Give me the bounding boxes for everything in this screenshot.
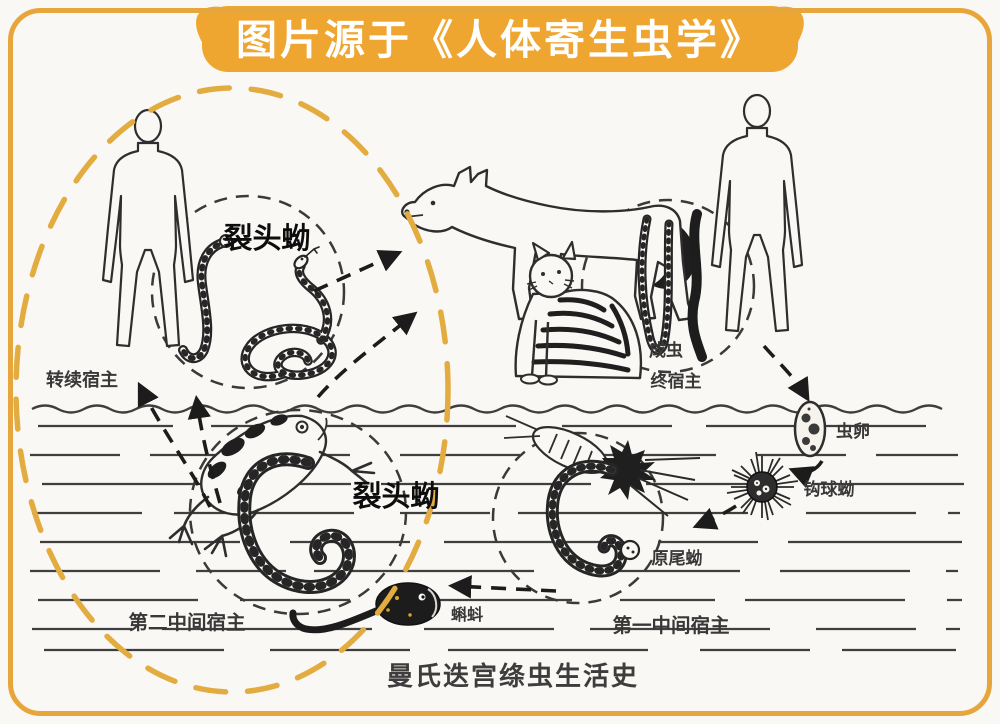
label-paratenic-host: 转续宿主: [46, 369, 118, 390]
banner-text: 图片源于《人体寄生虫学》: [236, 17, 764, 63]
procercoid-larva: [552, 466, 641, 571]
arrow-frog-to-snake: [187, 395, 222, 504]
snake-drawing: [245, 246, 332, 377]
label-coracidium: 钩球蚴: [804, 479, 855, 499]
label-plerocercoid-top: 裂头蚴: [223, 222, 310, 255]
label-procercoid: 原尾蚴: [652, 548, 703, 568]
water-surface-line: [31, 404, 943, 414]
plerocercoid-larva-top: [183, 234, 233, 358]
host-circle-first-intermediate: [491, 431, 665, 605]
coracidium-drawing: [726, 451, 799, 521]
label-egg: 虫卵: [836, 421, 870, 441]
label-second-intermediate-host: 第二中间宿主: [128, 611, 245, 634]
label-first-intermediate-host: 第一中间宿主: [612, 614, 729, 637]
arrow-coracidium-to-copepod: [692, 504, 737, 530]
arrow-snake-to-definitive: [313, 250, 403, 293]
arrow-frog-to-definitive: [316, 311, 418, 399]
cycle-arrows: [137, 250, 824, 599]
source-banner: 图片源于《人体寄生虫学》: [196, 6, 804, 72]
label-plerocercoid-bottom: 裂头蚴: [352, 480, 439, 513]
arrow-adult-to-egg: [762, 344, 810, 403]
host-circle-definitive: [580, 198, 756, 374]
host-circle-second-intermediate: [188, 408, 408, 616]
arrow-egg-to-coracidium: [788, 459, 824, 488]
egg-drawing: [793, 400, 827, 458]
highlight-ellipse: [13, 85, 451, 695]
cat-drawing: [514, 240, 643, 386]
diagram-title: 曼氏迭宫绦虫生活史: [387, 661, 639, 691]
label-adult-worm: 成虫: [649, 340, 683, 360]
label-definitive-host: 终宿主: [651, 371, 702, 391]
arrow-frog-to-paratenic: [137, 381, 212, 508]
adult-tapeworms: [642, 209, 707, 362]
border-frame: [8, 8, 992, 716]
host-circle-plerocercoid: [150, 194, 346, 390]
label-tadpole: 蝌蚪: [451, 605, 483, 624]
arrow-copepod-to-tadpole: [447, 575, 557, 599]
